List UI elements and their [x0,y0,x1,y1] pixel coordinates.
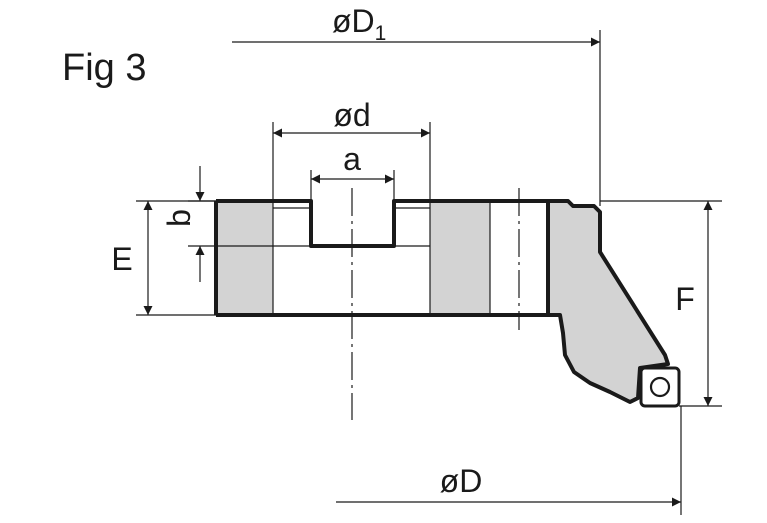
a-label: a [343,141,361,177]
D-label: øD [440,463,483,499]
dimension-D: øD [336,406,682,515]
dimension-a: a [310,141,395,201]
dimension-d: ød [272,97,431,201]
cutter-body [214,199,681,408]
F-label: F [675,281,695,317]
dimension-D1: øD1 [232,3,601,206]
left-section-hatch [216,201,273,315]
b-label: b [161,209,197,227]
D1-label: øD1 [332,3,386,45]
E-label: E [111,241,132,277]
dimension-F: F [600,200,722,407]
figure-title: Fig 3 [62,47,146,89]
dimension-E: E [111,200,216,316]
middle-section-hatch [430,201,490,315]
d-label: ød [333,97,370,133]
insert-seat-arm [546,199,670,404]
insert-screw [649,376,671,398]
